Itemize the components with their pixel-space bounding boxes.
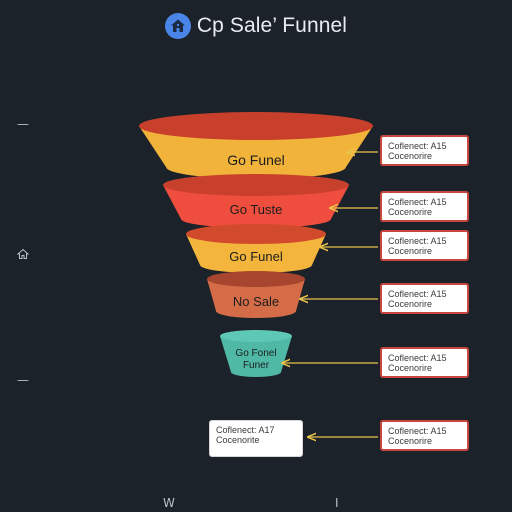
- callout-line1: Coflenect: A15: [388, 353, 447, 363]
- left-note-line1: Coflenect: A17: [216, 425, 275, 435]
- callout-line2: Cocenorire: [388, 299, 433, 309]
- funnel-stage: Go Funel: [186, 224, 326, 273]
- home-icon-glyph: [170, 19, 185, 32]
- bottom-mark-w: W: [163, 496, 175, 510]
- callout-line2: Cocenorire: [388, 436, 433, 446]
- funnel-stage-label: Go Fonel: [235, 348, 276, 359]
- funnel-stage-body: [139, 126, 373, 179]
- funnel-stage-top: [163, 174, 349, 196]
- callout-line2: Cocenorire: [388, 207, 433, 217]
- funnel-stage-body: [207, 279, 305, 318]
- funnel-stage-label: No Sale: [233, 294, 279, 309]
- funnel-stage-body: [163, 185, 349, 228]
- funnel-stage-top: [139, 112, 373, 140]
- callout-line2: Cocenorire: [388, 151, 433, 161]
- funnel-stage-label: Go Funel: [229, 249, 283, 264]
- callout-line1: Coflenect: A15: [388, 426, 447, 436]
- funnel-stage-body: [186, 234, 326, 273]
- funnel-stage-label: Go Funel: [227, 152, 285, 168]
- funnel-stage-body: [220, 336, 292, 377]
- page-title: Cp Sale’ Funnel: [196, 14, 348, 37]
- funnel-stage-top: [186, 224, 326, 244]
- funnel-stage-label: Go Tuste: [230, 202, 283, 217]
- funnel-stage-top: [207, 271, 305, 287]
- funnel-stage-top: [220, 330, 292, 342]
- title-bar: Cp Sale’ Funnel: [0, 12, 512, 40]
- callout-line2: Cocenorire: [388, 363, 433, 373]
- left-note-box: Coflenect: A17 Cocenorite: [209, 420, 303, 457]
- callout-line1: Coflenect: A15: [388, 289, 447, 299]
- funnel-stage: Go Funel: [139, 112, 373, 179]
- callout-line1: Coflenect: A15: [388, 236, 447, 246]
- home-outline-icon-glyph: [16, 248, 30, 259]
- minus-icon[interactable]: —: [17, 373, 29, 387]
- minus-icon[interactable]: —: [17, 117, 29, 131]
- home-outline-icon[interactable]: [16, 248, 30, 262]
- funnel-stage-label-2: Funer: [243, 360, 270, 371]
- bottom-mark-i: I: [335, 496, 339, 510]
- left-note-line2: Cocenorite: [216, 435, 260, 445]
- funnel-stages: Go Funel Go Tuste Go Funel No Sale Go FonelF…: [139, 112, 373, 377]
- funnel-stage: Go Tuste: [163, 174, 349, 228]
- callout-arrows: [282, 152, 378, 437]
- callout-line1: Coflenect: A15: [388, 197, 447, 207]
- callout-line1: Coflenect: A15: [388, 141, 447, 151]
- home-icon: [164, 13, 191, 39]
- funnel-stage: No Sale: [207, 271, 305, 318]
- callout-line2: Cocenorire: [388, 246, 433, 256]
